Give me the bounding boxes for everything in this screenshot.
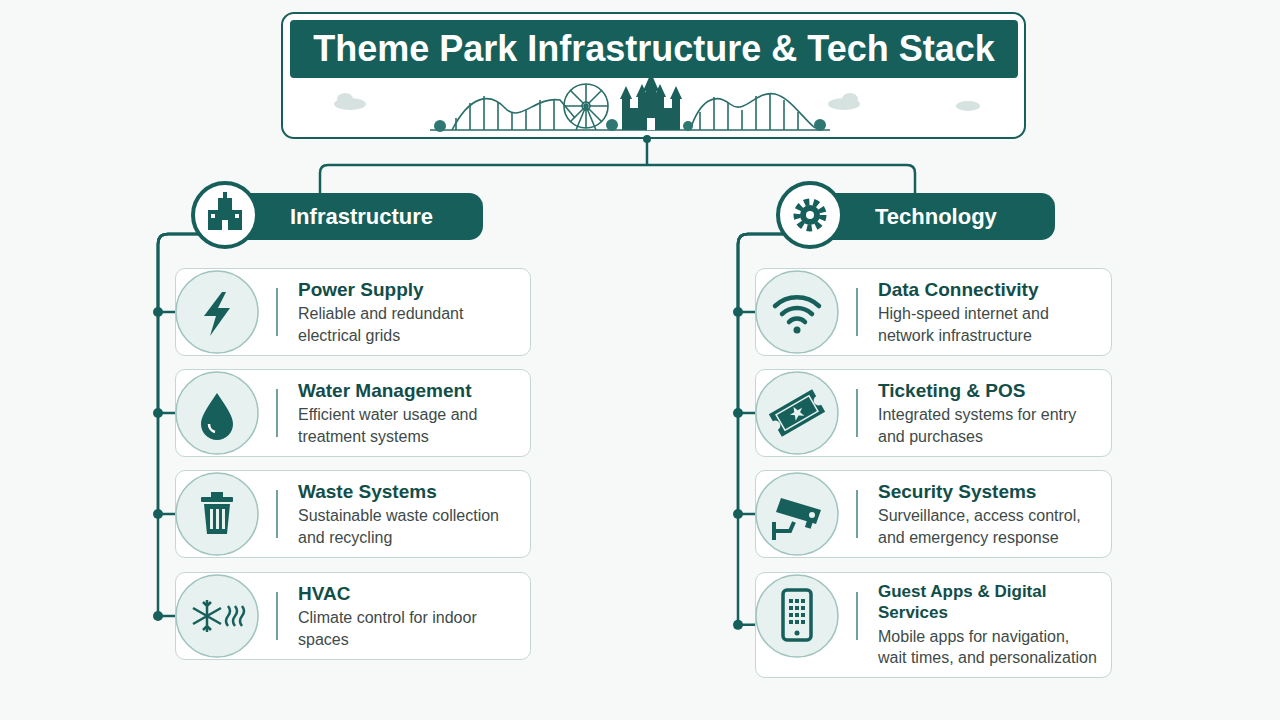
card-description: Reliable and redundant electrical grids — [298, 303, 518, 346]
title-branch-line — [320, 138, 915, 193]
header-label: Infrastructure — [290, 204, 433, 230]
card-heading: Data Connectivity — [878, 278, 1105, 302]
card-description: High-speed internet and network infrastr… — [878, 303, 1098, 346]
component-card: Security SystemsSurveillance, access con… — [755, 470, 1112, 558]
park-skyline — [430, 84, 830, 130]
card-heading: Power Supply — [298, 278, 524, 302]
trees — [434, 119, 826, 132]
diagram-title: Theme Park Infrastructure & Tech Stack — [290, 20, 1018, 78]
card-heading: Security Systems — [878, 480, 1105, 504]
castle — [620, 73, 682, 130]
card-heading: Waste Systems — [298, 480, 524, 504]
card-heading: Ticketing & POS — [878, 379, 1105, 403]
connector-dot — [153, 611, 163, 621]
component-card: Ticketing & POSIntegrated systems for en… — [755, 369, 1112, 457]
component-card: Waste SystemsSustainable waste collectio… — [175, 470, 531, 558]
component-card: Data ConnectivityHigh-speed internet and… — [755, 268, 1112, 356]
card-description: Mobile apps for navigation, wait times, … — [878, 626, 1098, 669]
card-description: Sustainable waste collection and recycli… — [298, 505, 518, 548]
card-heading: Guest Apps & Digital Services — [878, 581, 1105, 624]
category-header: Infrastructure — [230, 193, 483, 240]
category-header: Technology — [815, 193, 1055, 240]
card-description: Climate control for indoor spaces — [298, 607, 518, 650]
card-description: Surveillance, access control, and emerge… — [878, 505, 1098, 548]
component-card: Power SupplyReliable and redundant elect… — [175, 268, 531, 356]
card-description: Efficient water usage and treatment syst… — [298, 404, 518, 447]
header-label: Technology — [875, 204, 997, 230]
card-heading: Water Management — [298, 379, 524, 403]
card-heading: HVAC — [298, 582, 524, 606]
component-card: HVACClimate control for indoor spaces — [175, 572, 531, 660]
clouds — [334, 93, 980, 111]
title-frame — [282, 13, 1025, 138]
title-bar — [290, 20, 1018, 78]
branch-dot — [643, 135, 651, 143]
card-description: Integrated systems for entry and purchas… — [878, 404, 1098, 447]
header-icon-circles — [193, 183, 842, 247]
connector-dot — [733, 620, 743, 630]
component-card: Guest Apps & Digital ServicesMobile apps… — [755, 572, 1112, 678]
component-card: Water ManagementEfficient water usage an… — [175, 369, 531, 457]
